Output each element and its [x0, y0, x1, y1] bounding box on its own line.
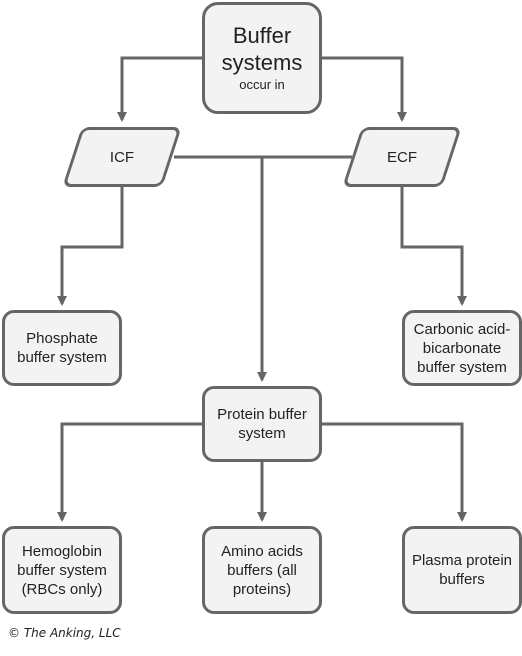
- plasma-line1: Plasma protein: [411, 552, 513, 569]
- copyright-footer: © The Anking, LLC: [8, 626, 121, 640]
- carbonic-node: Carbonic acid- bicarbonate buffer system: [402, 310, 522, 386]
- icf-label: ICF: [109, 148, 135, 166]
- edge-root-to-icf: [117, 56, 202, 122]
- hemoglobin-line3: (RBCs only): [21, 580, 103, 598]
- hemoglobin-node: Hemoglobin buffer system (RBCs only): [2, 526, 122, 614]
- edge-ecf-to-carbonic: [400, 187, 467, 306]
- root-node: Buffer systems occur in: [202, 2, 322, 114]
- carbonic-line3: buffer system: [417, 358, 507, 376]
- amino-line1: Amino acids: [221, 542, 303, 560]
- amino-line2: buffers (all: [227, 561, 297, 579]
- protein-line1: Protein buffer: [217, 406, 307, 423]
- hemoglobin-line2: buffer system: [17, 561, 107, 579]
- edge-protein-to-plasma: [322, 422, 467, 522]
- plasma-line2: buffers: [439, 571, 485, 588]
- carbonic-line2: bicarbonate: [422, 339, 502, 357]
- ecf-node: ECF: [352, 127, 452, 187]
- amino-node: Amino acids buffers (all proteins): [202, 526, 322, 614]
- root-subtitle: occur in: [239, 77, 285, 92]
- amino-line3: proteins): [232, 580, 292, 598]
- phosphate-node: Phosphate buffer system: [2, 310, 122, 386]
- hemoglobin-line1: Hemoglobin: [21, 542, 103, 560]
- edge-root-to-ecf: [322, 56, 407, 122]
- carbonic-line1: Carbonic acid-: [413, 320, 511, 338]
- icf-node: ICF: [72, 127, 172, 187]
- protein-node: Protein buffer system: [202, 386, 322, 462]
- root-title-line2: systems: [221, 50, 303, 75]
- root-title-line1: Buffer: [232, 23, 292, 48]
- protein-line2: system: [238, 425, 286, 442]
- plasma-node: Plasma protein buffers: [402, 526, 522, 614]
- phosphate-line2: buffer system: [17, 349, 107, 366]
- edge-icf-to-phosphate: [57, 187, 124, 306]
- edge-protein-to-hemoglobin: [57, 422, 202, 522]
- phosphate-line1: Phosphate: [26, 330, 98, 347]
- ecf-label: ECF: [387, 148, 417, 166]
